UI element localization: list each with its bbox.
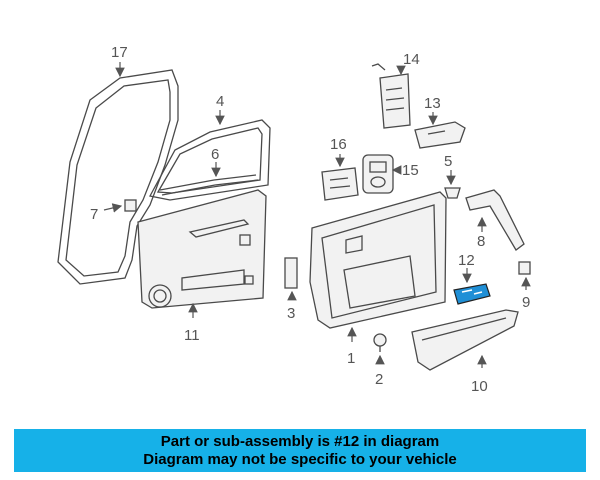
callout-1: 1 — [347, 350, 355, 367]
callout-14: 14 — [403, 51, 420, 68]
callout-12: 12 — [458, 252, 475, 269]
callout-5: 5 — [444, 153, 452, 170]
part-12-highlighted-switch[interactable] — [453, 283, 491, 305]
part-2-push-clip — [373, 333, 387, 352]
info-banner: Part or sub-assembly is #12 in diagram D… — [14, 429, 586, 472]
callout-7: 7 — [90, 206, 98, 223]
banner-line-1: Part or sub-assembly is #12 in diagram — [160, 432, 440, 450]
part-7-clip — [124, 199, 137, 212]
callout-3: 3 — [287, 305, 295, 322]
part-15-switch-housing — [362, 154, 394, 194]
callout-16: 16 — [330, 136, 347, 153]
part-16-bracket — [321, 167, 359, 201]
part-1-inner-door-panel — [309, 191, 447, 329]
part-11-door-trim-panel — [137, 189, 267, 309]
callout-6: 6 — [211, 146, 219, 163]
part-14-window-switch — [371, 63, 411, 129]
callout-8: 8 — [477, 233, 485, 250]
callout-2: 2 — [375, 371, 383, 388]
callout-13: 13 — [424, 95, 441, 112]
part-3-trim-piece — [284, 257, 298, 289]
part-13-mirror-switch — [414, 121, 466, 149]
part-6-window-strip — [159, 174, 259, 196]
callout-11: 11 — [184, 327, 200, 344]
callout-9: 9 — [522, 294, 530, 311]
part-10-sill-trim — [411, 309, 519, 371]
banner-line-2: Diagram may not be specific to your vehi… — [143, 450, 457, 468]
parts-diagram: 17 4 6 7 11 3 16 — [57, 44, 531, 395]
part-9-clip — [518, 261, 531, 275]
part-5-grommet — [444, 187, 461, 199]
callout-15: 15 — [402, 162, 419, 179]
callout-17: 17 — [111, 44, 128, 61]
part-17-door-seal — [57, 69, 179, 285]
part-8-pillar-trim — [465, 189, 525, 251]
callout-10: 10 — [471, 378, 488, 395]
callout-4: 4 — [216, 93, 224, 110]
